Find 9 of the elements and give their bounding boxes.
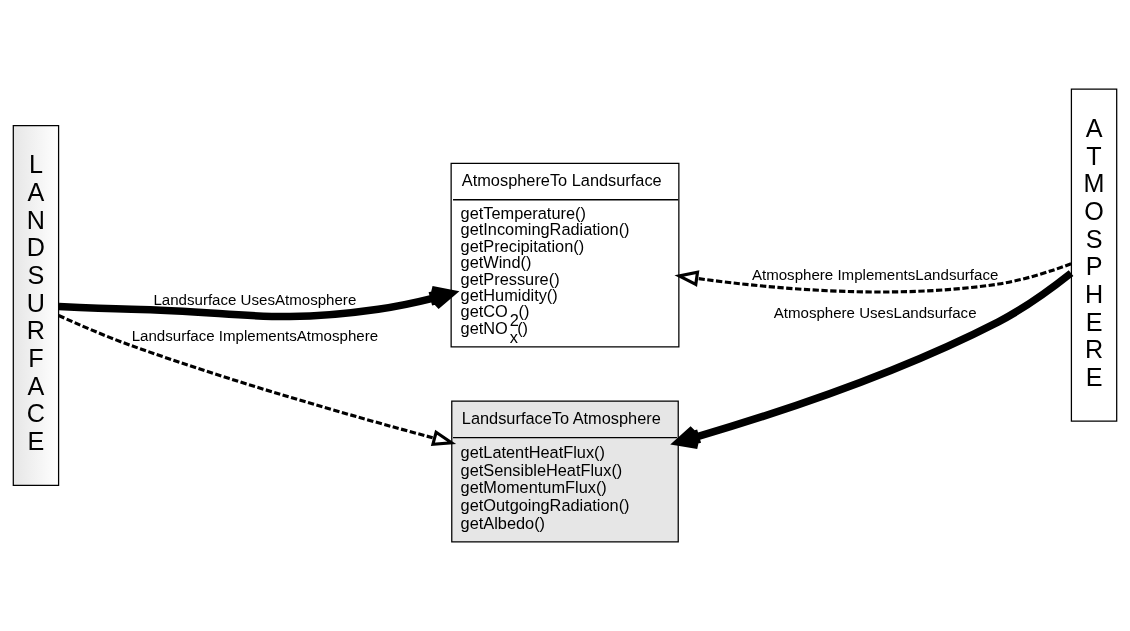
- edge-label: Landsurface ImplementsAtmosphere: [131, 327, 379, 345]
- node-box: ATMOSPHERE: [1070, 88, 1118, 422]
- edge-label: Landsurface UsesAtmosphere: [153, 290, 357, 308]
- node-box: LANDSURFACE: [12, 124, 60, 486]
- edge-label: Atmosphere ImplementsLandsurface: [751, 265, 999, 283]
- arrow: [673, 270, 1074, 450]
- arrow: [674, 262, 1072, 294]
- edge-label: Atmosphere UsesLandsurface: [773, 303, 977, 321]
- arrow: [58, 314, 457, 446]
